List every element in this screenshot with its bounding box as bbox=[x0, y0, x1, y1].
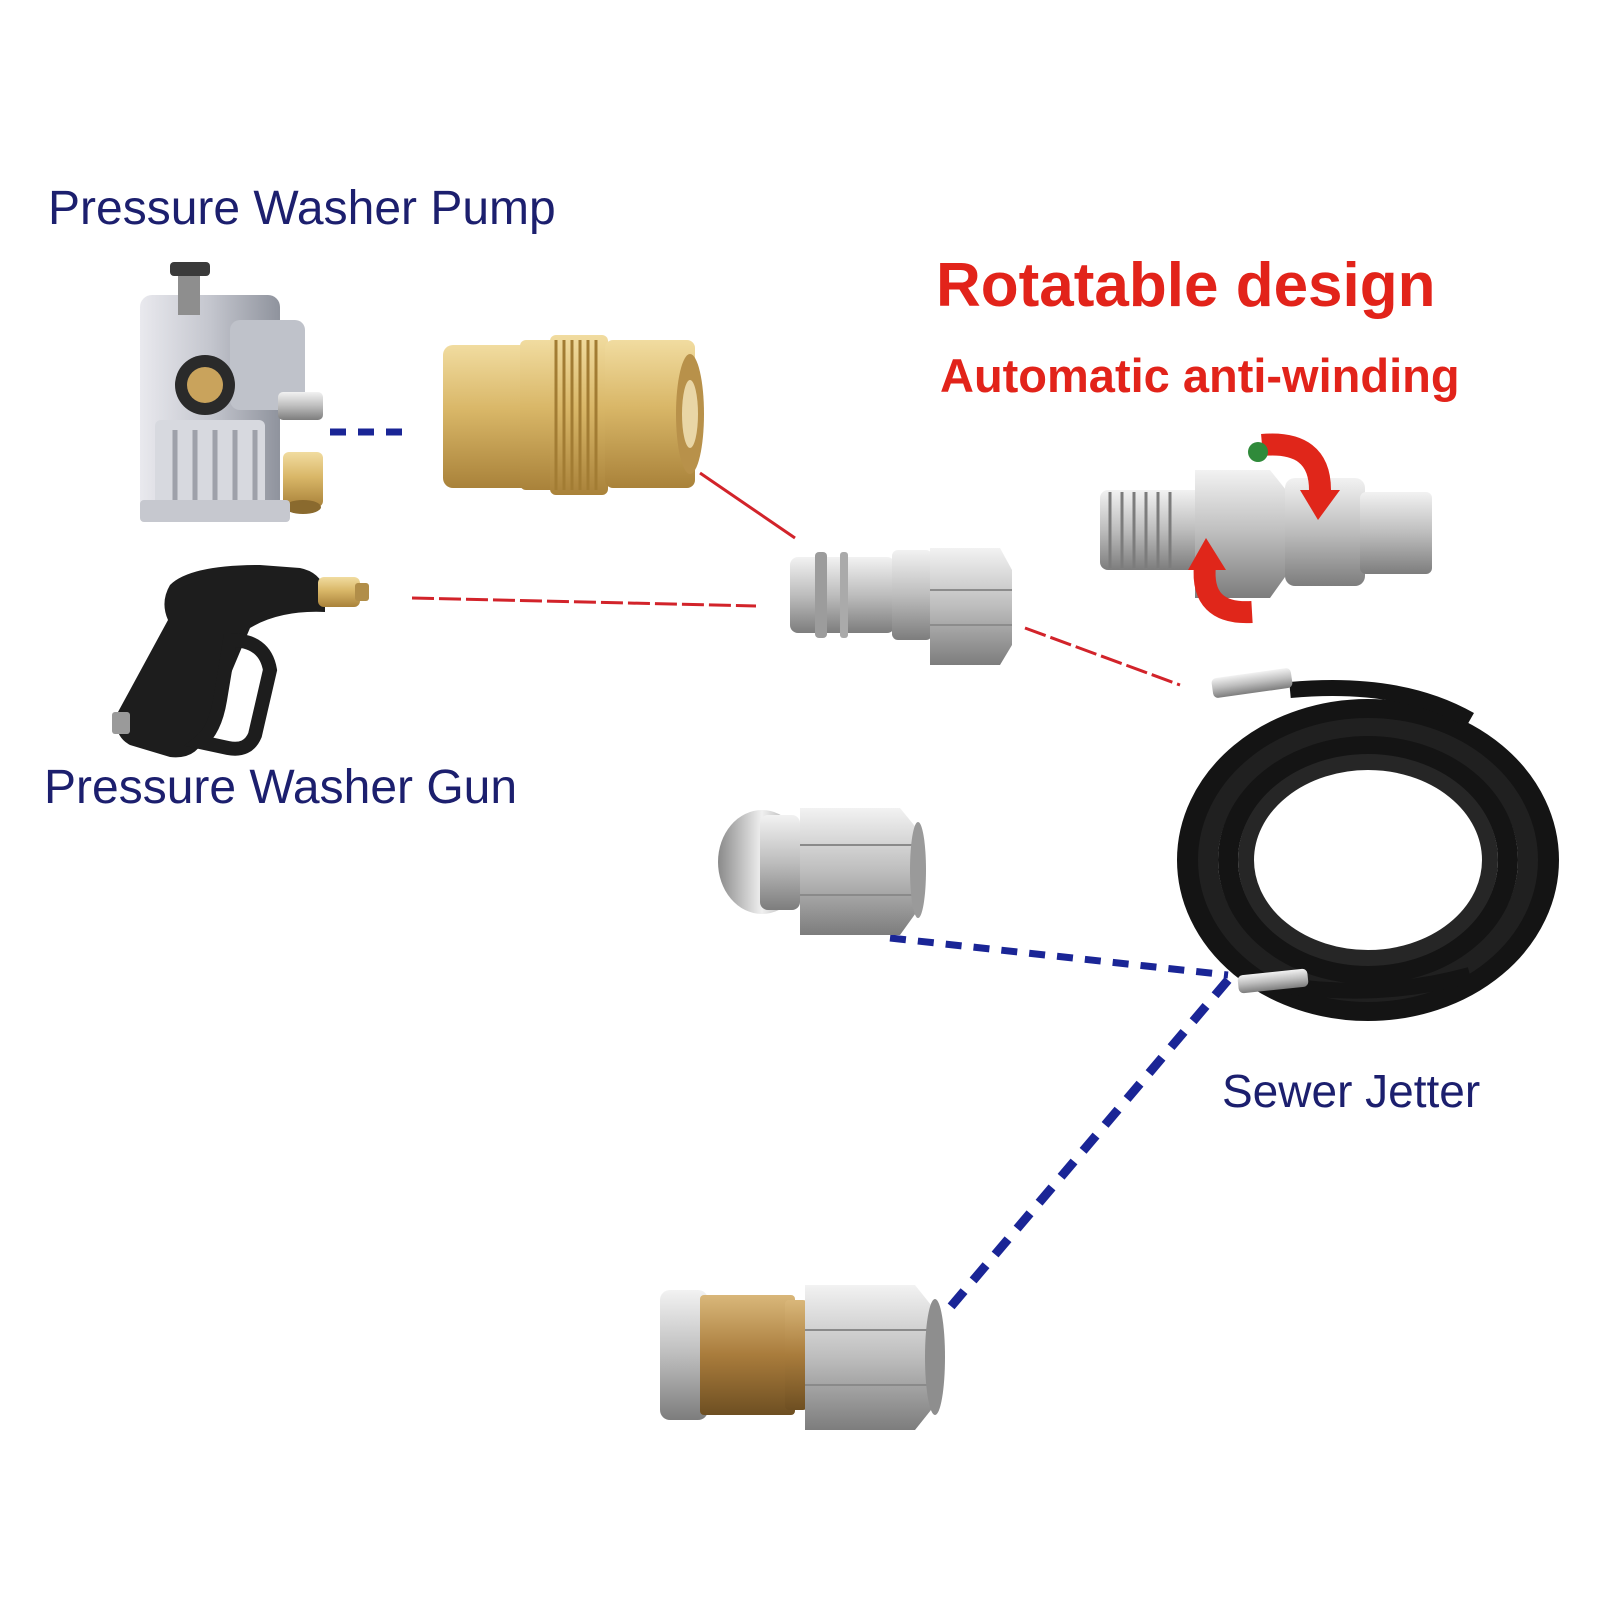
steel-nozzle-icon bbox=[718, 808, 926, 935]
swivel-fitting-icon bbox=[1100, 433, 1432, 624]
blue-dashed-connector-nozzle bbox=[889, 934, 1229, 979]
spray-gun-icon bbox=[112, 565, 369, 758]
red-connector-coupler bbox=[699, 471, 796, 540]
blue-dashed-connector-rotating-nozzle bbox=[944, 977, 1232, 1313]
hose-coil-icon bbox=[1177, 668, 1559, 1021]
brass-rotating-nozzle-icon bbox=[660, 1285, 945, 1430]
anti-winding-subheading: Automatic anti-winding bbox=[940, 349, 1460, 402]
rotatable-design-heading: Rotatable design bbox=[936, 251, 1436, 320]
sewer-jetter-label: Sewer Jetter bbox=[1222, 1065, 1481, 1117]
red-dashed-connector-hose bbox=[1024, 626, 1181, 687]
red-dashed-connector-gun bbox=[411, 596, 757, 608]
pressure-washer-pump-icon bbox=[140, 262, 323, 522]
quick-connect-icon bbox=[790, 548, 1012, 665]
gun-label: Pressure Washer Gun bbox=[44, 761, 518, 814]
pump-label: Pressure Washer Pump bbox=[48, 182, 556, 235]
brass-coupler-icon bbox=[443, 335, 704, 495]
